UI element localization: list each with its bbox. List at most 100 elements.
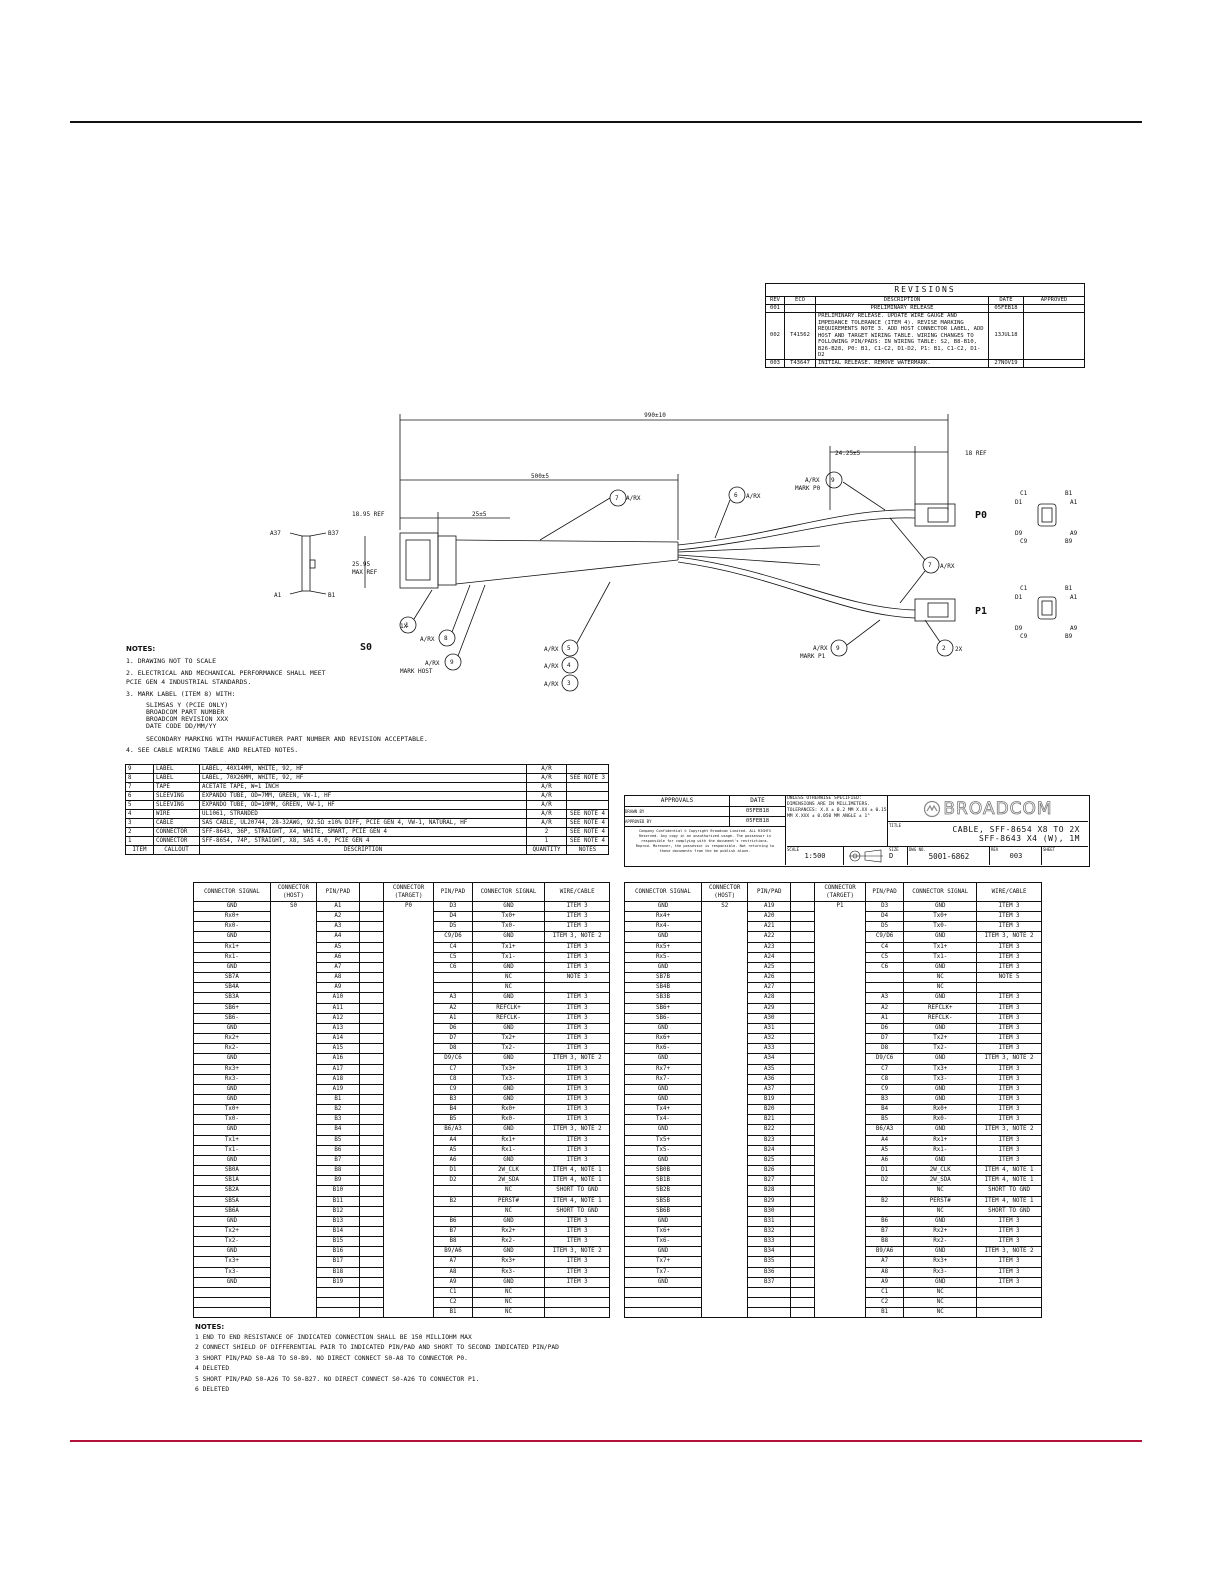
- note-item: 2. ELECTRICAL AND MECHANICAL PERFORMANCE…: [126, 669, 326, 686]
- svg-text:B1: B1: [1065, 585, 1073, 592]
- mark-lines: SLIMSAS Y (PCIE ONLY) BROADCOM PART NUMB…: [146, 701, 428, 743]
- s0-ref-label: 18.95 REF: [352, 511, 385, 518]
- p-ref-label: 18 REF: [965, 450, 987, 457]
- sheet-label: SHEET: [1043, 847, 1056, 852]
- svg-text:A1: A1: [1070, 499, 1078, 506]
- svg-text:7: 7: [615, 495, 619, 502]
- svg-text:D1: D1: [1015, 594, 1023, 601]
- pin-b37-label: B37: [328, 530, 339, 537]
- size-value: D: [889, 852, 894, 860]
- eco-header: ECO: [784, 296, 816, 305]
- host-connector-id: S0: [269, 900, 318, 1319]
- svg-text:A/RX: A/RX: [544, 663, 559, 670]
- svg-text:7: 7: [928, 562, 932, 569]
- rev-header: REV: [765, 296, 785, 305]
- drawing-notes: NOTES: 1. DRAWING NOT TO SCALE 2. ELECTR…: [126, 645, 646, 755]
- note-item: 3. MARK LABEL (ITEM 8) WITH:: [126, 690, 236, 698]
- svg-text:9: 9: [831, 477, 835, 484]
- mark-host-label: MARK HOST: [400, 668, 433, 675]
- s0-end-view: [301, 535, 311, 592]
- target-connector-id: P0: [382, 900, 435, 1319]
- p0-branch: [677, 509, 916, 546]
- notes-title: NOTES:: [126, 645, 156, 653]
- wiring-note: 5 SHORT PIN/PAD S0-A26 TO S0-B27. NO DIR…: [195, 1375, 480, 1383]
- p1-end-view: [1037, 596, 1057, 620]
- svg-text:A9: A9: [1070, 530, 1078, 537]
- mark-p1-label: MARK P1: [800, 653, 826, 660]
- svg-text:B1: B1: [1065, 490, 1073, 497]
- ar-x-label: A/RX: [626, 495, 641, 502]
- svg-text:8: 8: [444, 635, 448, 642]
- svg-text:A/RX: A/RX: [420, 636, 435, 643]
- approvals-date-header: DATE: [750, 797, 765, 804]
- svg-text:D1: D1: [1015, 499, 1023, 506]
- host-connector-id: S2: [700, 900, 749, 1319]
- svg-text:A9: A9: [1070, 625, 1078, 632]
- wiring-notes-title: NOTES:: [195, 1323, 225, 1331]
- svg-text:D9: D9: [1015, 625, 1023, 632]
- drawing-number: 5001-6862: [928, 852, 970, 861]
- cable-drawing: 990±10 500±5 24.25±5 18 REF 18.95 REF 25…: [270, 412, 1078, 692]
- svg-text:D9: D9: [1015, 530, 1023, 537]
- svg-text:A/RX: A/RX: [746, 493, 761, 500]
- svg-text:A/RX: A/RX: [940, 563, 955, 570]
- drawing-title-line2: SFF-8643 X4 (W), 1M: [978, 834, 1080, 843]
- wiring-note: 4 DELETED: [195, 1365, 230, 1372]
- svg-text:5: 5: [567, 645, 571, 652]
- wiring-note: 2 CONNECT SHIELD OF DIFFERENTIAL PAIR TO…: [195, 1344, 559, 1351]
- brand-name: BROADCOM: [943, 798, 1053, 819]
- revisions-table: REVISIONS REV ECO DESCRIPTION DATE APPRO…: [765, 283, 1085, 368]
- scale-value: 1:500: [804, 852, 826, 860]
- breakout-length-label: 24.25±5: [835, 450, 861, 457]
- svg-text:A/RX: A/RX: [544, 646, 559, 653]
